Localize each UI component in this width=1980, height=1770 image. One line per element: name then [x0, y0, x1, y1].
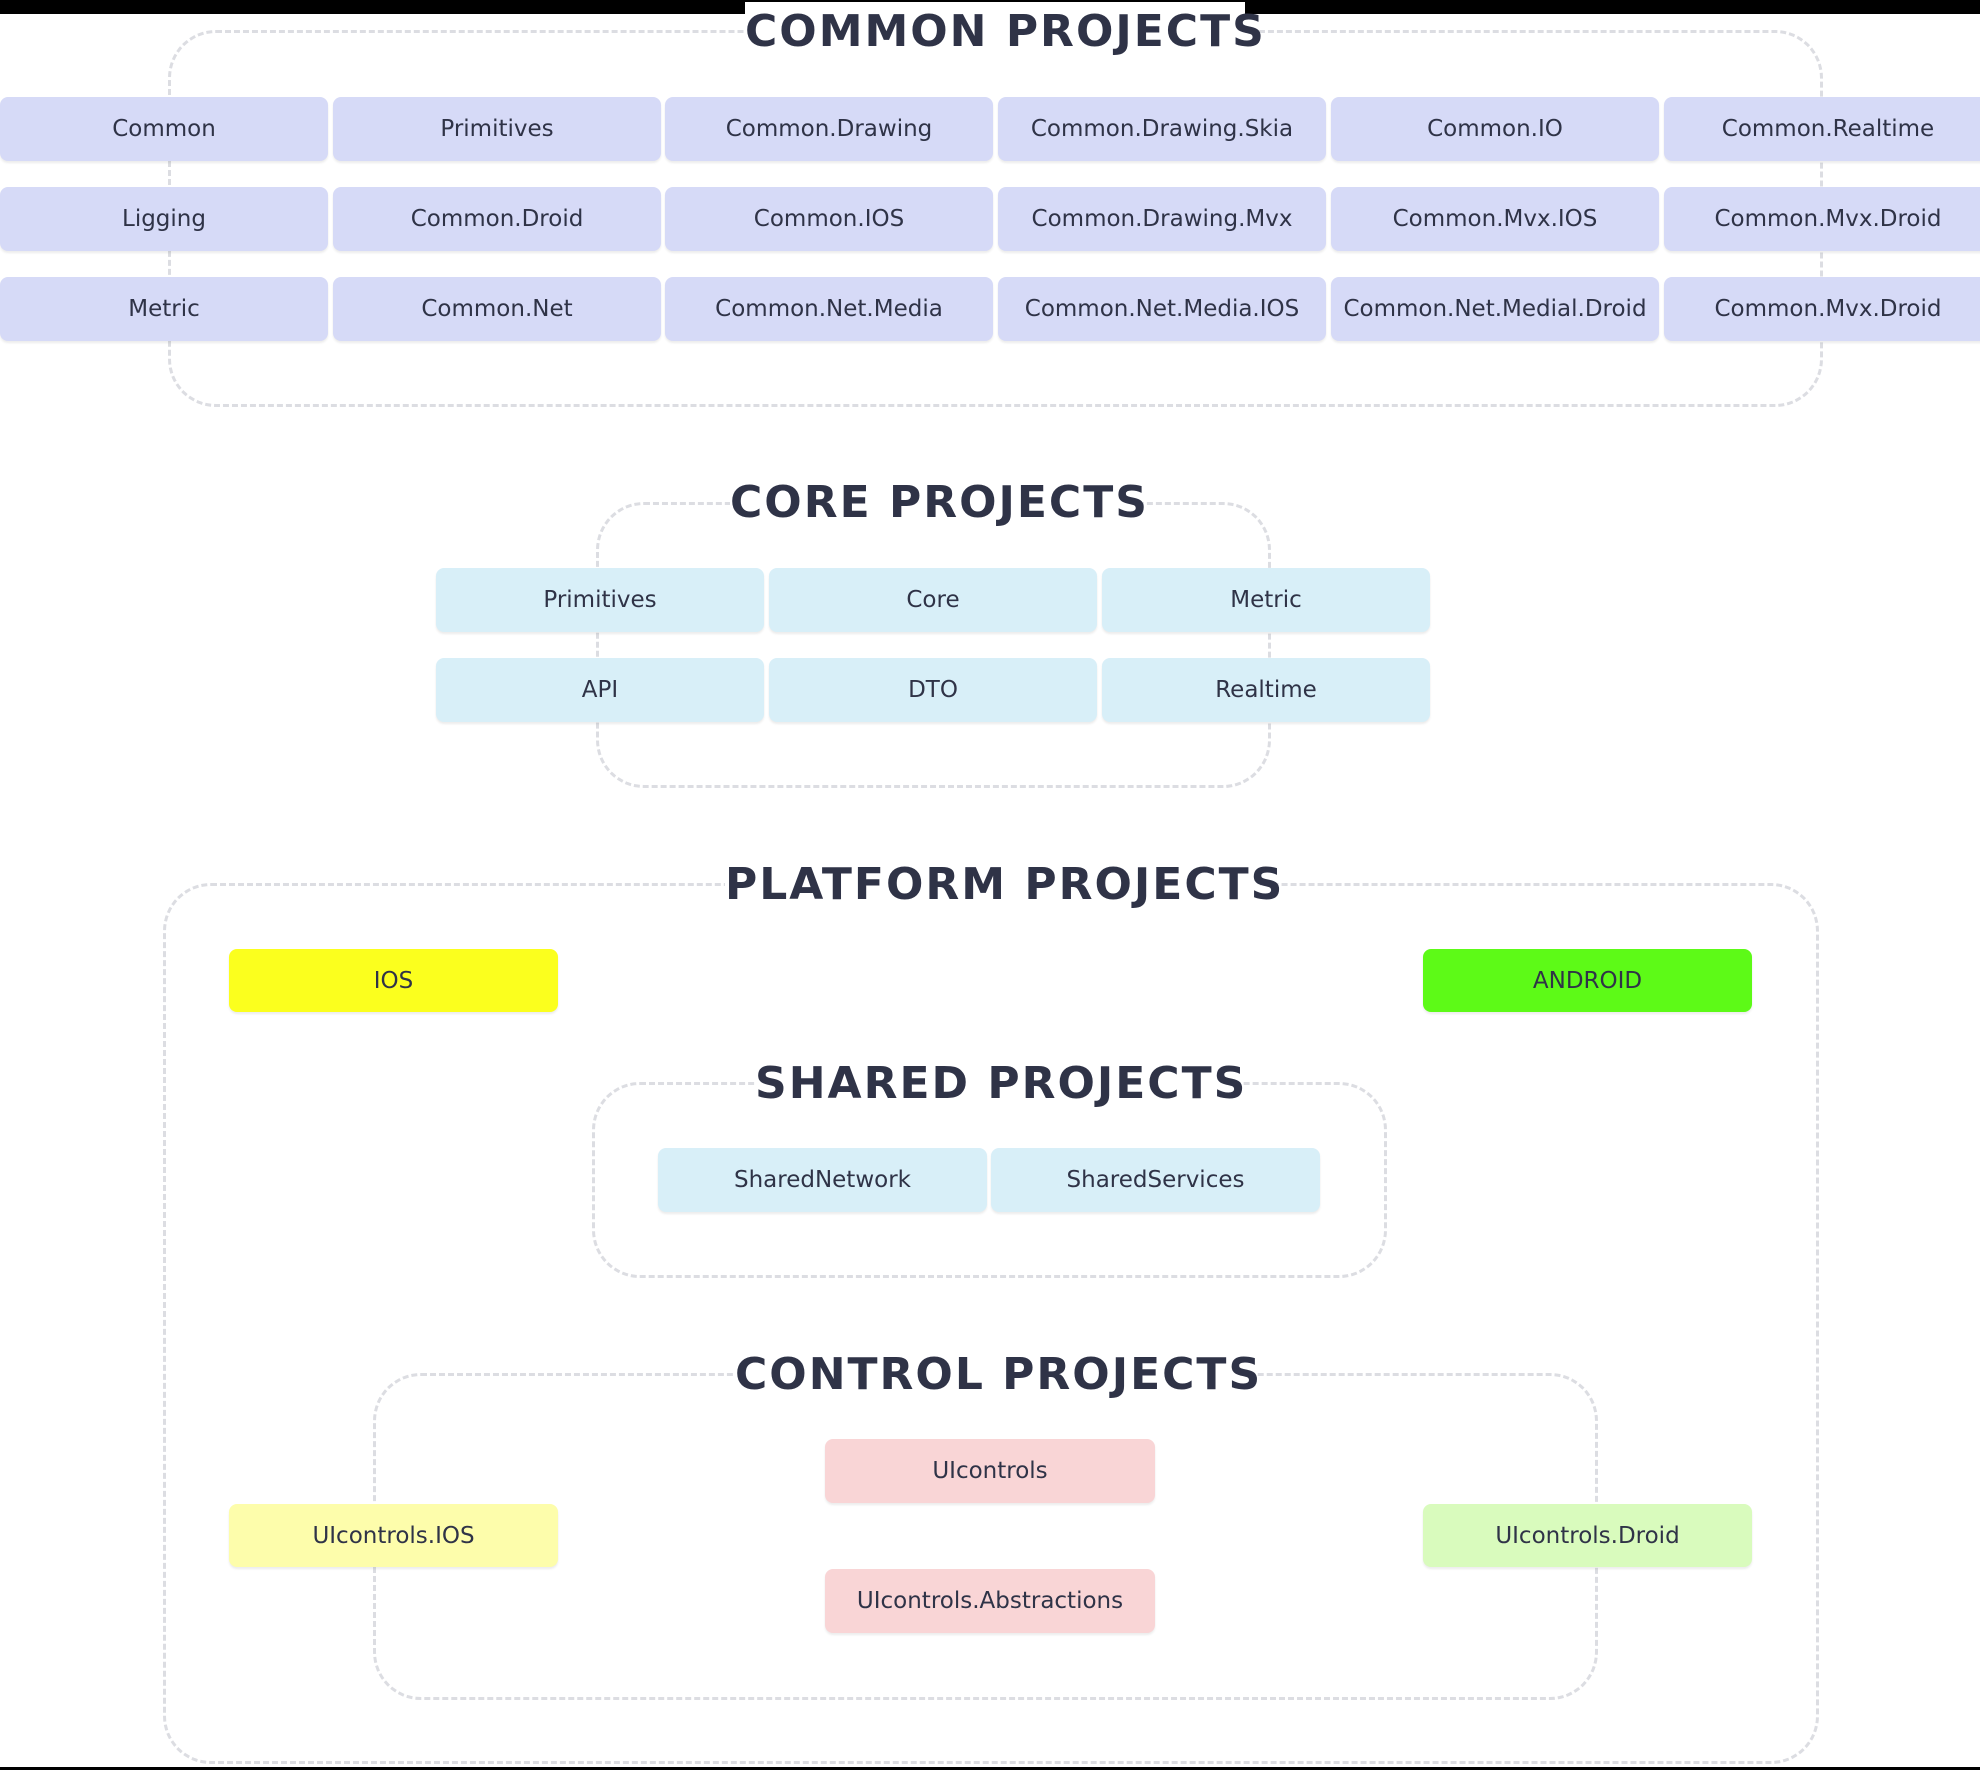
core-item-box[interactable]: API: [436, 658, 764, 722]
common-item-box[interactable]: Common.Drawing: [665, 97, 993, 161]
shared-item-box[interactable]: SharedServices: [991, 1148, 1320, 1212]
core-projects-group: [596, 502, 1271, 788]
common-item-box[interactable]: Primitives: [333, 97, 661, 161]
common-item-box[interactable]: Common.Drawing.Mvx: [998, 187, 1326, 251]
common-item-box[interactable]: Metric: [0, 277, 328, 341]
common-item-box[interactable]: Common.Drawing.Skia: [998, 97, 1326, 161]
platform-projects-title: PLATFORM PROJECTS: [725, 855, 1282, 915]
bottom-border-bar: [0, 1767, 1980, 1770]
core-item-box[interactable]: Realtime: [1102, 658, 1430, 722]
shared-projects-title: SHARED PROJECTS: [755, 1054, 1245, 1114]
common-item-box[interactable]: Common.IO: [1331, 97, 1659, 161]
core-projects-title: CORE PROJECTS: [730, 473, 1147, 533]
common-item-box[interactable]: Common.Net.Medial.Droid: [1331, 277, 1659, 341]
common-projects-title: COMMON PROJECTS: [745, 2, 1264, 62]
common-item-box[interactable]: Common.Net: [333, 277, 661, 341]
uicontrols-box[interactable]: UIcontrols: [825, 1439, 1155, 1503]
android-project-box[interactable]: ANDROID: [1423, 949, 1752, 1012]
common-item-box[interactable]: Common.Mvx.IOS: [1331, 187, 1659, 251]
common-item-box[interactable]: Common.Mvx.Droid: [1664, 187, 1980, 251]
common-item-box[interactable]: Common.Droid: [333, 187, 661, 251]
uicontrols-abstractions-box[interactable]: UIcontrols.Abstractions: [825, 1569, 1155, 1633]
ios-project-box[interactable]: IOS: [229, 949, 558, 1012]
core-item-box[interactable]: Primitives: [436, 568, 764, 632]
common-item-box[interactable]: Common.IOS: [665, 187, 993, 251]
core-item-box[interactable]: Metric: [1102, 568, 1430, 632]
uicontrols-droid-box[interactable]: UIcontrols.Droid: [1423, 1504, 1752, 1567]
common-item-box[interactable]: Common.Net.Media: [665, 277, 993, 341]
common-item-box[interactable]: Common: [0, 97, 328, 161]
core-item-box[interactable]: Core: [769, 568, 1097, 632]
shared-item-box[interactable]: SharedNetwork: [658, 1148, 987, 1212]
uicontrols-ios-box[interactable]: UIcontrols.IOS: [229, 1504, 558, 1567]
control-projects-title: CONTROL PROJECTS: [735, 1345, 1260, 1405]
core-item-box[interactable]: DTO: [769, 658, 1097, 722]
common-item-box[interactable]: Common.Realtime: [1664, 97, 1980, 161]
common-item-box[interactable]: Ligging: [0, 187, 328, 251]
common-item-box[interactable]: Common.Net.Media.IOS: [998, 277, 1326, 341]
common-item-box[interactable]: Common.Mvx.Droid: [1664, 277, 1980, 341]
